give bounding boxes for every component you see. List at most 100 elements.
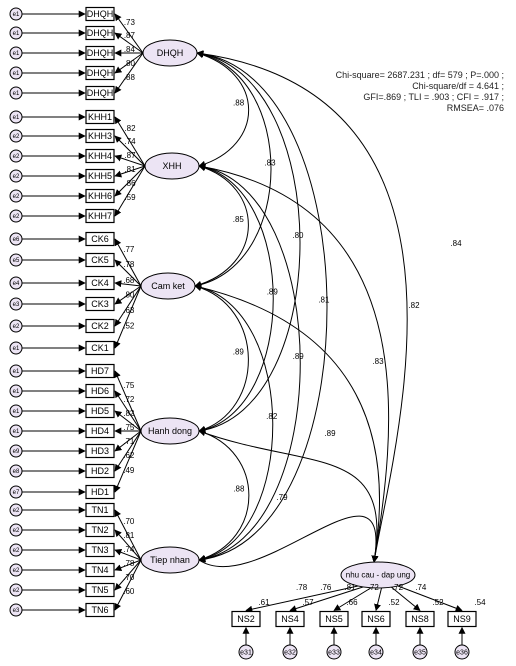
indicator-box xyxy=(85,484,115,500)
loading-label: .81 xyxy=(123,531,135,540)
error-term xyxy=(9,129,23,143)
outcome-error-term xyxy=(368,644,384,660)
latent-ellipse xyxy=(140,417,200,445)
outcome-loading-label: .78 xyxy=(296,583,308,592)
error-term xyxy=(9,7,23,21)
loading-arrow xyxy=(114,559,142,591)
correlation-arc xyxy=(194,284,249,433)
outcome-indicator-box xyxy=(275,610,305,628)
loading-arrow xyxy=(114,559,142,572)
error-term xyxy=(9,149,23,163)
loading-label: .70 xyxy=(123,573,135,582)
error-term-label: e1 xyxy=(13,71,20,77)
outcome-loading-arrow xyxy=(397,585,463,612)
fit-chi-square: Chi-square= 2687.231 ; df= 579 ; P=.000 … xyxy=(335,70,504,80)
loading-label: .74 xyxy=(124,137,136,146)
indicator-label: DHQH xyxy=(87,48,114,58)
outcome-error-label: e31 xyxy=(240,649,252,656)
latent-label: DHQH xyxy=(157,48,184,58)
error-term xyxy=(9,404,23,418)
loading-label: .73 xyxy=(124,18,136,27)
indicator-label: TN4 xyxy=(91,565,108,575)
outcome-loading-arrow xyxy=(245,585,359,613)
indicator-box xyxy=(85,168,115,184)
error-term-label: e2 xyxy=(13,508,20,514)
indicator-box xyxy=(85,602,115,618)
latent-ellipse xyxy=(144,152,200,180)
loading-arrow xyxy=(114,116,146,167)
correlation-arc xyxy=(198,429,250,562)
outcome-indicator-box xyxy=(447,610,477,628)
indicator-box xyxy=(85,85,115,101)
structural-path-label: .82 xyxy=(408,301,420,310)
error-term-label: e2 xyxy=(13,568,20,574)
error-term-label: e6 xyxy=(13,237,20,243)
outcome-loading-label: .76 xyxy=(320,583,332,592)
indicator-box xyxy=(85,6,115,22)
error-term-label: e2 xyxy=(13,324,20,330)
loading-arrow xyxy=(114,259,142,287)
loading-arrow xyxy=(114,430,142,452)
indicator-box xyxy=(85,65,115,81)
loading-arrow xyxy=(114,52,144,94)
error-term xyxy=(9,209,23,223)
structural-path-label: .84 xyxy=(450,239,462,248)
loading-label: .87 xyxy=(124,31,136,40)
structural-path-label: .89 xyxy=(324,429,336,438)
correlation-arc xyxy=(194,164,249,288)
outcome-indicator-label: NS6 xyxy=(367,614,385,624)
error-term-label: e2 xyxy=(13,194,20,200)
error-term-label: e2 xyxy=(13,154,20,160)
outcome-indicator-label: NS8 xyxy=(411,614,429,624)
structural-path xyxy=(194,285,380,563)
loading-label: .63 xyxy=(123,306,135,315)
latent-label: XHH xyxy=(162,161,181,171)
outcome-error-term xyxy=(238,644,254,660)
loading-label: .84 xyxy=(124,45,136,54)
correlation-label: .89 xyxy=(293,352,305,361)
loading-label: .75 xyxy=(123,381,135,390)
indicator-label: TN2 xyxy=(91,525,108,535)
error-term xyxy=(9,110,23,124)
indicator-box xyxy=(85,582,115,598)
error-term xyxy=(9,276,23,290)
indicator-box xyxy=(85,383,115,399)
loading-label: .78 xyxy=(123,559,135,568)
indicator-label: HD4 xyxy=(91,426,109,436)
correlation-arc xyxy=(196,51,249,168)
outcome-error-term xyxy=(326,644,342,660)
error-term xyxy=(9,169,23,183)
error-term-label: e2 xyxy=(13,174,20,180)
latent-ellipse xyxy=(142,39,198,67)
outcome-loading-arrow xyxy=(389,585,421,611)
latent-ellipse xyxy=(140,272,196,300)
loading-label: .87 xyxy=(124,151,136,160)
outcome-indicator-label: NS4 xyxy=(281,614,299,624)
outcome-indicator-label: NS2 xyxy=(237,614,255,624)
error-term-label: e1 xyxy=(13,31,20,37)
indicator-label: TN6 xyxy=(91,605,108,615)
outcome-indicator-box xyxy=(361,610,391,628)
indicator-label: CK6 xyxy=(91,234,109,244)
loading-label: .80 xyxy=(124,59,136,68)
indicator-label: DHQH xyxy=(87,9,114,19)
outcome-loading-arrow xyxy=(333,585,375,611)
loading-label: .52 xyxy=(123,322,135,331)
correlation-arc xyxy=(196,50,328,563)
loading-arrow xyxy=(114,238,142,287)
latent-label: Cam ket xyxy=(151,281,185,291)
indicator-label: HD6 xyxy=(91,386,109,396)
error-term-label: e3 xyxy=(13,608,20,614)
outcome-loading-label: .81 xyxy=(344,583,356,592)
indicator-label: KHH3 xyxy=(88,131,112,141)
error-term xyxy=(9,86,23,100)
indicator-box xyxy=(85,25,115,41)
correlation-arc xyxy=(194,50,272,289)
loading-arrow xyxy=(114,52,144,74)
loading-label: .70 xyxy=(123,517,135,526)
fit-chi-square-df: Chi-square/df = 4.641 ; xyxy=(412,81,504,91)
indicator-label: HD1 xyxy=(91,487,109,497)
latent-ellipse xyxy=(340,561,416,589)
indicator-box xyxy=(85,542,115,558)
indicator-label: KHH1 xyxy=(88,112,112,122)
